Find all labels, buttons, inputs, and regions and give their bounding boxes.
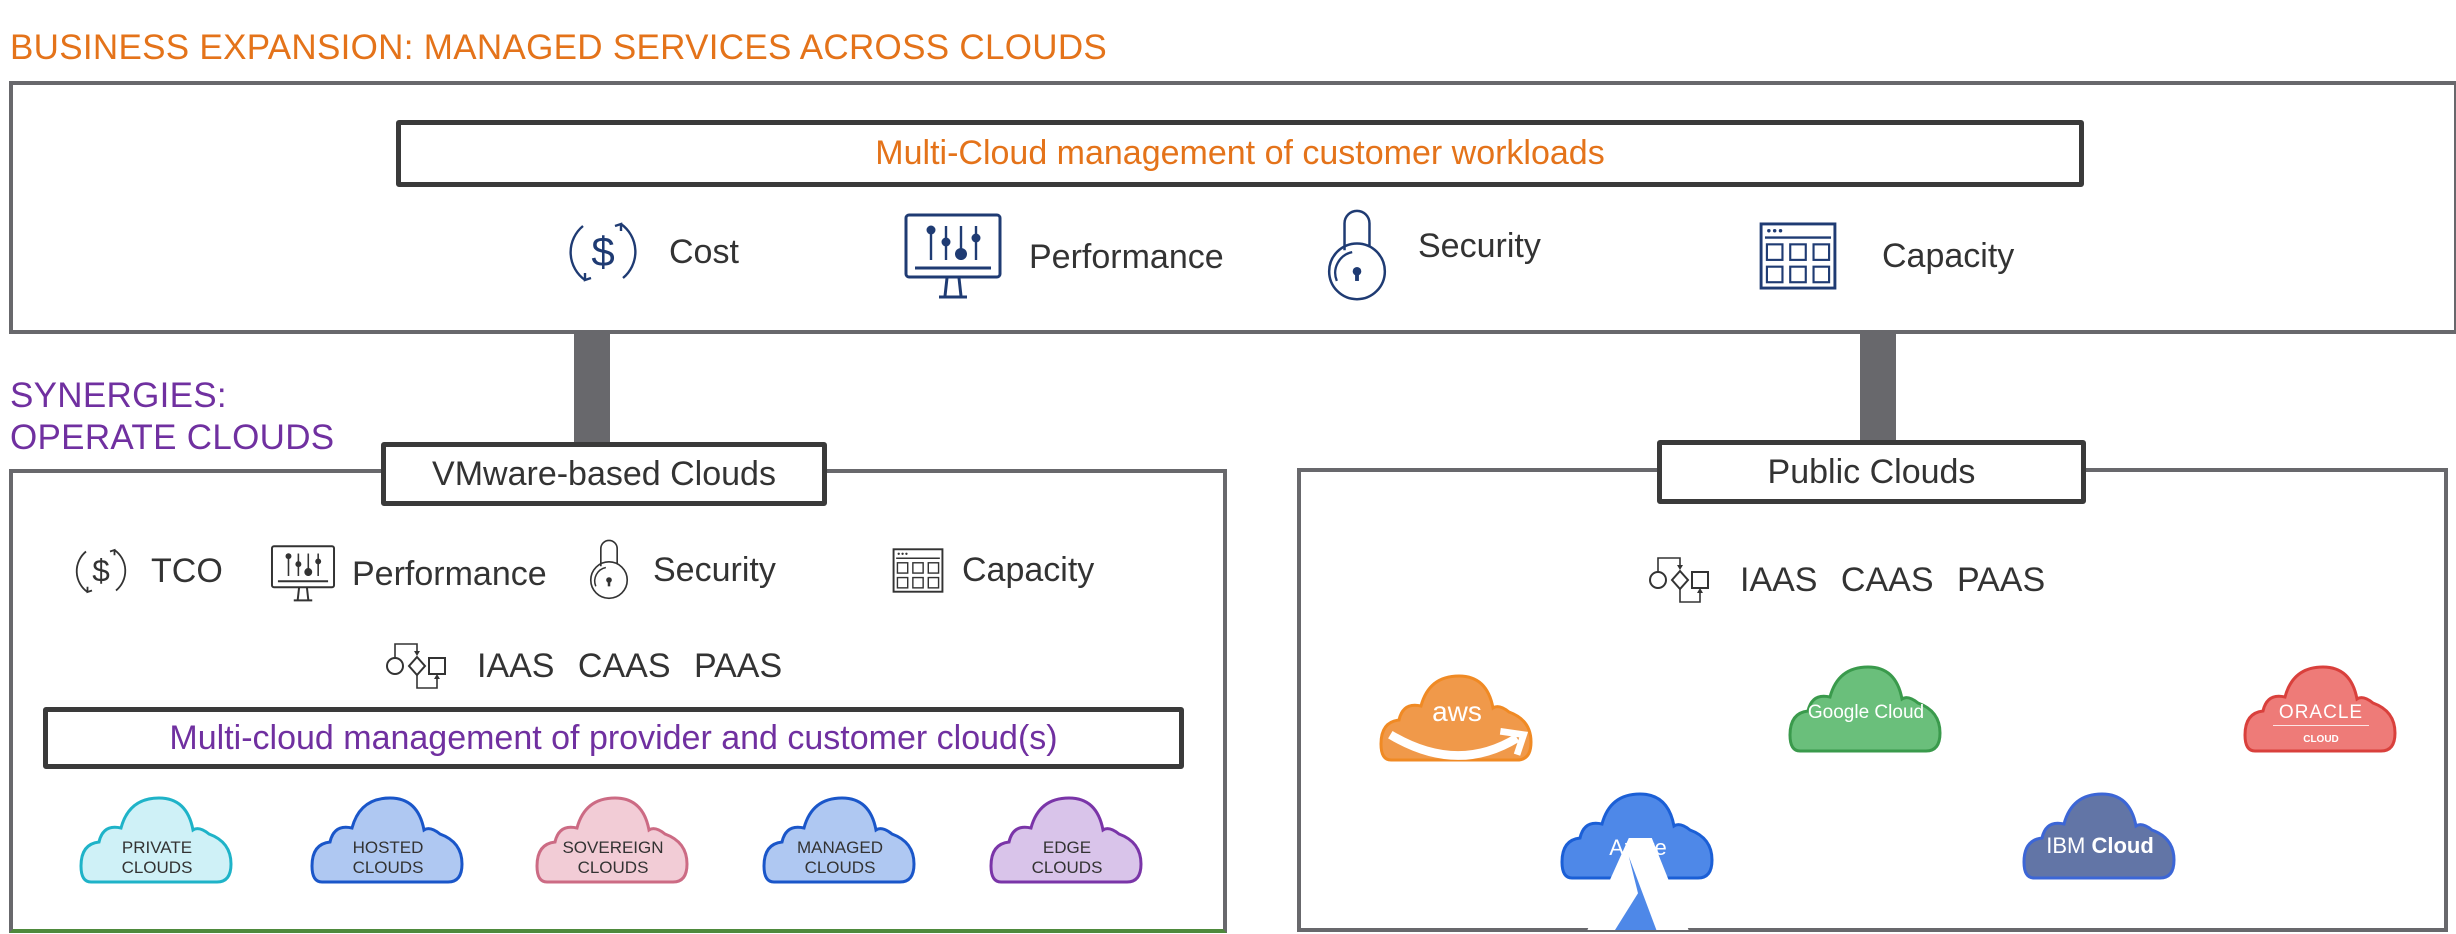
vmware-item-label: Performance bbox=[352, 554, 547, 593]
synergies-line-2: OPERATE CLOUDS bbox=[10, 418, 335, 457]
customer-workloads-banner-text: Multi-Cloud management of customer workl… bbox=[875, 134, 1605, 172]
vmware-item-capacity: Capacity bbox=[892, 548, 1094, 593]
top-item-label: Capacity bbox=[1882, 236, 2015, 275]
ibm-wordmark: IBM bbox=[2046, 833, 2092, 858]
provider-logo-text: aws bbox=[1377, 698, 1537, 760]
cloud-type-label-line2: CLOUDS bbox=[1031, 858, 1103, 877]
provider-logo-text: ORACLE CLOUD bbox=[2241, 703, 2401, 750]
public-clouds-label-text: Public Clouds bbox=[1767, 452, 1976, 491]
synergies-line-1: SYNERGIES: bbox=[10, 376, 227, 415]
top-item-capacity: Capacity bbox=[1759, 222, 2014, 290]
vmware-services: IAAS CAAS PAAS bbox=[385, 638, 782, 694]
provider-ibm: IBM Cloud bbox=[2020, 790, 2180, 882]
cloud-type-label-line1: EDGE bbox=[1042, 838, 1092, 857]
provider-oracle: ORACLE CLOUD bbox=[2241, 663, 2401, 755]
monitor-sliders-icon bbox=[270, 544, 336, 604]
workflow-icon bbox=[1648, 552, 1712, 608]
cloud-type-label-line2: CLOUDS bbox=[577, 858, 649, 877]
padlock-icon bbox=[1322, 208, 1392, 304]
public-services: IAAS CAAS PAAS bbox=[1648, 552, 2045, 608]
customer-workloads-panel bbox=[9, 81, 2456, 334]
page-title: BUSINESS EXPANSION: MANAGED SERVICES ACR… bbox=[10, 28, 1108, 67]
vmware-item-security: Security bbox=[587, 538, 776, 602]
cloud-type-label-line1: MANAGED bbox=[797, 838, 883, 857]
workflow-icon bbox=[385, 638, 449, 694]
top-item-label: Security bbox=[1418, 226, 1541, 265]
window-grid-icon bbox=[1759, 222, 1837, 290]
dollar-cycle-icon bbox=[71, 540, 131, 602]
ibm-cloud-wordmark: Cloud bbox=[2091, 833, 2154, 858]
top-item-performance: Performance bbox=[903, 212, 1224, 302]
aws-wordmark: aws bbox=[1432, 696, 1482, 727]
padlock-icon bbox=[587, 538, 631, 602]
vmware-clouds-label: VMware-based Clouds bbox=[381, 442, 827, 506]
vmware-item-label: Capacity bbox=[962, 551, 1095, 589]
top-item-cost: Cost bbox=[563, 210, 739, 294]
customer-workloads-banner: Multi-Cloud management of customer workl… bbox=[396, 120, 2084, 187]
provider-logo-text: Azure bbox=[1558, 837, 1718, 930]
provider-logo-text: Google Cloud bbox=[1807, 702, 1925, 723]
vmware-clouds-label-text: VMware-based Clouds bbox=[432, 454, 776, 493]
provider-cloud-banner-text: Multi-cloud management of provider and c… bbox=[169, 718, 1058, 757]
top-item-security: Security bbox=[1322, 208, 1541, 304]
provider-cloud-banner: Multi-cloud management of provider and c… bbox=[43, 707, 1184, 769]
provider-logo-text: IBM Cloud bbox=[2020, 833, 2180, 858]
monitor-sliders-icon bbox=[903, 212, 1003, 302]
connector-vmware bbox=[574, 332, 610, 444]
window-grid-icon bbox=[892, 548, 944, 593]
vmware-item-performance: Performance bbox=[270, 544, 547, 604]
cloud-type-label-line1: SOVEREIGN bbox=[562, 838, 664, 857]
top-item-label: Performance bbox=[1029, 237, 1224, 276]
provider-google-cloud: Google Cloud bbox=[1786, 663, 1946, 755]
dollar-cycle-icon bbox=[563, 210, 643, 294]
provider-aws: aws bbox=[1377, 672, 1537, 764]
vmware-item-label: TCO bbox=[151, 551, 223, 590]
cloud-type-label-line1: HOSTED bbox=[352, 838, 424, 857]
public-clouds-label: Public Clouds bbox=[1657, 440, 2086, 504]
oracle-wordmark: ORACLE bbox=[2273, 703, 2369, 726]
cloud-type-label-line2: CLOUDS bbox=[352, 858, 424, 877]
cloud-type-label-line1: PRIVATE bbox=[121, 838, 193, 857]
connector-public bbox=[1860, 332, 1896, 442]
cloud-type-label-line2: CLOUDS bbox=[804, 858, 876, 877]
oracle-sub-wordmark: CLOUD bbox=[2303, 734, 2339, 745]
vmware-services-label: IAAS CAAS PAAS bbox=[477, 646, 783, 685]
synergies-heading: SYNERGIES: OPERATE CLOUDS bbox=[10, 375, 334, 459]
cloud-type-label-line2: CLOUDS bbox=[121, 858, 193, 877]
provider-azure: Azure bbox=[1558, 790, 1718, 930]
vmware-item-label: Security bbox=[653, 550, 776, 589]
vmware-item-tco: TCO bbox=[71, 540, 223, 602]
top-item-label: Cost bbox=[669, 232, 739, 271]
public-services-label: IAAS CAAS PAAS bbox=[1740, 560, 2046, 599]
